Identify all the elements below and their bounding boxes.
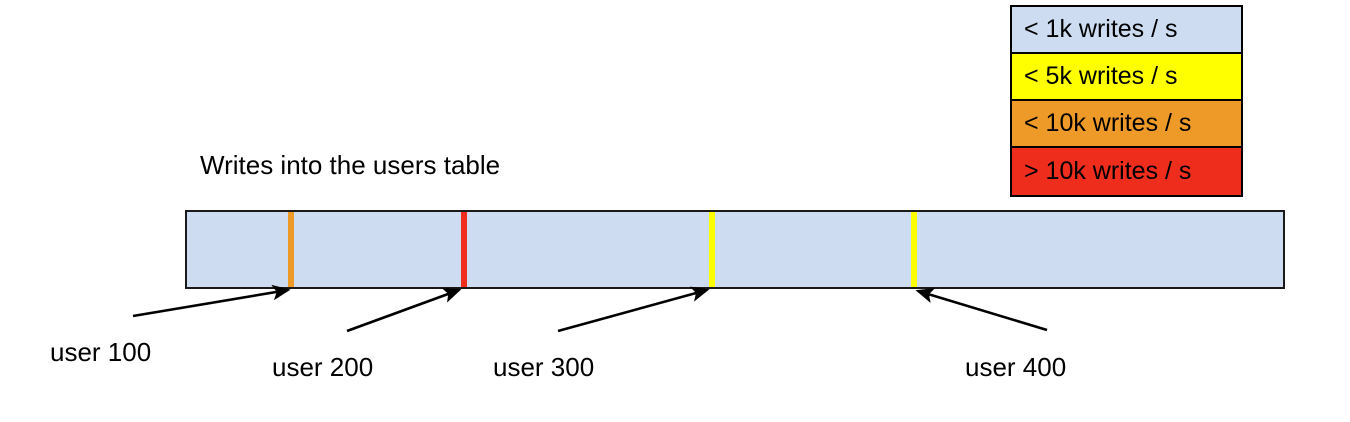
arrow-user-100 — [132, 284, 291, 318]
legend-row-medium: < 5k writes / s — [1012, 54, 1241, 101]
legend-label-high: < 10k writes / s — [1024, 109, 1192, 137]
users-table-bar — [185, 210, 1285, 289]
legend-label-low: < 1k writes / s — [1024, 15, 1178, 43]
user-400-label: user 400 — [965, 352, 1067, 382]
legend-label-medium: < 5k writes / s — [1024, 62, 1178, 90]
legend-row-critical: > 10k writes / s — [1012, 148, 1241, 195]
user-100-label: user 100 — [50, 337, 152, 367]
legend-label-critical: > 10k writes / s — [1024, 157, 1192, 185]
legend-row-low: < 1k writes / s — [1012, 7, 1241, 54]
user-300-stripe — [709, 212, 715, 287]
diagram-caption: Writes into the users table — [200, 150, 501, 180]
user-200-stripe — [461, 212, 467, 287]
user-200-label: user 200 — [272, 352, 374, 382]
user-400-stripe — [911, 212, 917, 287]
arrow-user-400 — [915, 288, 1048, 332]
arrow-user-200 — [346, 288, 462, 333]
writes-legend: < 1k writes / s < 5k writes / s < 10k wr… — [1010, 5, 1243, 197]
user-300-label: user 300 — [493, 352, 595, 382]
arrow-user-300 — [557, 286, 710, 333]
legend-row-high: < 10k writes / s — [1012, 101, 1241, 148]
user-100-stripe — [288, 212, 294, 287]
